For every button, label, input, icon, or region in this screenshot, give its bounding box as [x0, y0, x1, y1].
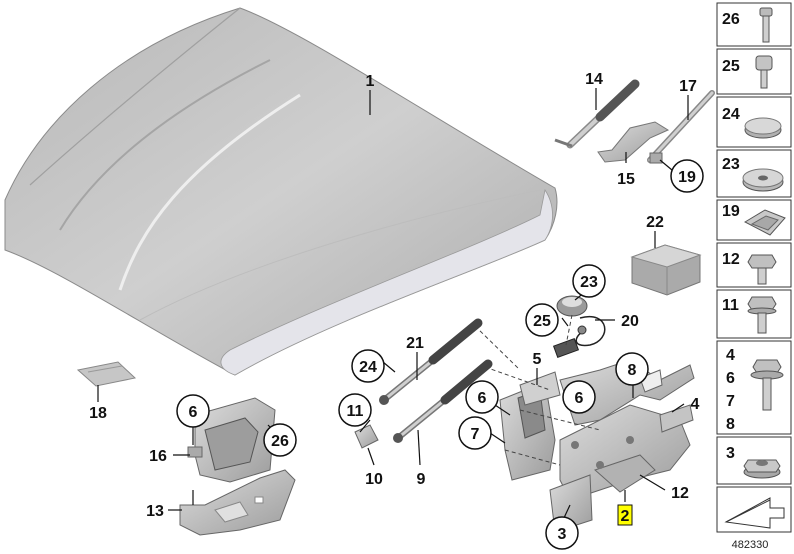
- callout-2: 2: [621, 508, 630, 525]
- gas-strut-9-part: [393, 359, 493, 443]
- hex-bolt-12-icon: [747, 254, 777, 285]
- flange-screw-4-6-7-8-icon: [750, 359, 784, 411]
- callout-1: 1: [366, 73, 375, 90]
- callout-15: 15: [617, 171, 635, 188]
- callout-6-hinge-left: 6: [478, 390, 487, 407]
- callout-9: 9: [417, 471, 426, 488]
- callout-5: 5: [533, 351, 542, 368]
- callout-22: 22: [646, 214, 664, 231]
- socket-screw-25-icon: [755, 55, 773, 89]
- callout-6-lock: 6: [189, 404, 198, 421]
- callout-7: 7: [471, 426, 480, 443]
- callout-10: 10: [365, 471, 383, 488]
- callout-21: 21: [406, 335, 424, 352]
- direction-arrow-icon: [724, 497, 785, 529]
- gas-strut-21-part: [379, 318, 483, 405]
- cap-24-icon: [744, 117, 782, 139]
- callout-16: 16: [149, 448, 167, 465]
- hood-part: [4, 7, 558, 376]
- callout-11: 11: [347, 403, 364, 420]
- insulation-block-22-part: [630, 244, 702, 296]
- highlight-2-box: [617, 504, 633, 526]
- side-item-8-label: 8: [726, 416, 735, 433]
- side-item-4-label: 4: [726, 347, 735, 364]
- lock-16-part: [187, 397, 276, 483]
- assembly-guide-lines: [474, 314, 601, 466]
- label-sticker-18-part: [76, 361, 137, 387]
- callout-18: 18: [89, 405, 107, 422]
- fastener-panel: 26 25 24 23 19 12 11 4 6 7 8 3: [716, 2, 792, 533]
- bracket-13-part: [179, 469, 296, 536]
- bracket-15-part: [597, 121, 670, 163]
- callout-4: 4: [691, 396, 700, 413]
- callout-6-hinge-right: 6: [575, 390, 584, 407]
- callout-3: 3: [558, 526, 567, 543]
- washer-23-icon: [742, 168, 784, 192]
- diagram-number: 482330: [732, 539, 769, 551]
- callout-17: 17: [679, 78, 697, 95]
- side-item-26-label: 26: [722, 11, 740, 28]
- callout-circles: [176, 159, 704, 550]
- callout-23: 23: [580, 274, 598, 291]
- side-item-25-label: 25: [722, 58, 740, 75]
- callout-19: 19: [678, 169, 696, 186]
- clip-10-part: [354, 424, 379, 449]
- callout-8: 8: [628, 362, 637, 379]
- side-item-23-label: 23: [722, 156, 740, 173]
- callout-26: 26: [271, 433, 289, 450]
- callout-13: 13: [146, 503, 164, 520]
- callout-14: 14: [585, 71, 603, 88]
- hinge-assembly-part: [499, 359, 695, 533]
- callout-20: 20: [621, 313, 639, 330]
- side-item-3-label: 3: [726, 445, 735, 462]
- strut-17-part: [647, 90, 715, 164]
- hex-flange-nut-3-icon: [743, 459, 781, 479]
- sensor-20-part: [552, 295, 606, 359]
- callout-24: 24: [359, 359, 377, 376]
- gas-strut-14-part: [554, 79, 640, 149]
- side-item-7-label: 7: [726, 393, 735, 410]
- side-item-24-label: 24: [722, 106, 740, 123]
- bolt-26-icon: [759, 7, 773, 43]
- side-item-11-label: 11: [722, 297, 739, 314]
- side-item-19-label: 19: [722, 203, 740, 220]
- side-item-12-label: 12: [722, 251, 740, 268]
- clip-nut-19-icon: [743, 209, 786, 236]
- callout-12: 12: [671, 485, 689, 502]
- flange-bolt-11-icon: [747, 296, 777, 334]
- callout-25: 25: [533, 313, 551, 330]
- side-item-6-label: 6: [726, 370, 735, 387]
